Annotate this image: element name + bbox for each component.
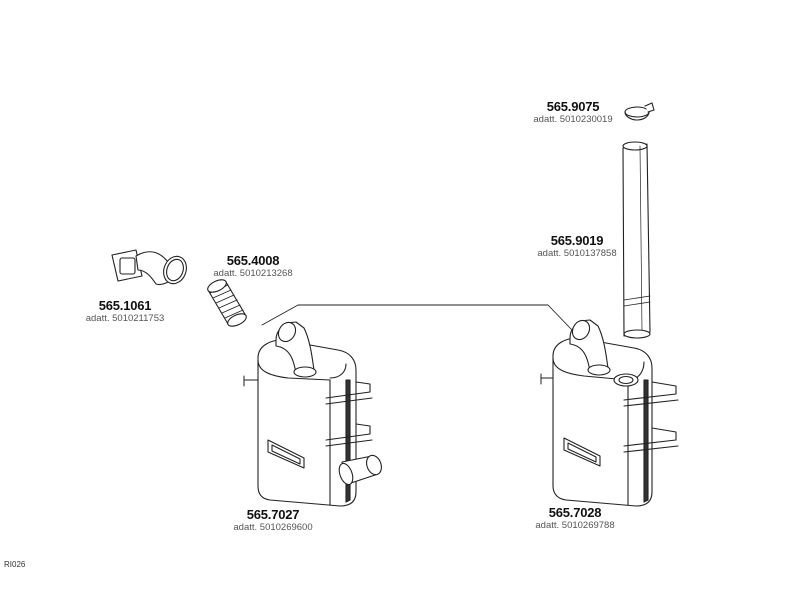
- part-label-565-9075: 565.9075 adatt. 5010230019: [518, 100, 628, 125]
- part-label-565-7028: 565.7028 adatt. 5010269788: [520, 506, 630, 531]
- right-muffler-part-illustration: [540, 319, 679, 507]
- connection-leader-line: [261, 304, 573, 331]
- part-label-565-7027: 565.7027 adatt. 5010269600: [218, 508, 328, 533]
- tail-pipe-part-illustration: [622, 141, 651, 339]
- left-muffler-part-illustration: [243, 321, 382, 507]
- drawing-reference-code: RI026: [4, 560, 26, 569]
- part-adapter-code: adatt. 5010211753: [85, 313, 165, 324]
- part-adapter-code: adatt. 5010230019: [533, 114, 613, 125]
- part-adapter-code: adatt. 5010269788: [535, 520, 615, 531]
- part-number: 565.7027: [246, 507, 300, 522]
- flexible-bellows-part-illustration: [207, 279, 247, 327]
- part-number: 565.1061: [98, 298, 152, 313]
- part-number: 565.9019: [550, 233, 604, 248]
- part-adapter-code: adatt. 5010213268: [213, 268, 293, 279]
- elbow-flange-part-illustration: [111, 249, 187, 286]
- part-label-565-4008: 565.4008 adatt. 5010213268: [198, 254, 308, 279]
- part-number: 565.9075: [546, 99, 600, 114]
- part-label-565-1061: 565.1061 adatt. 5010211753: [70, 299, 180, 324]
- part-label-565-9019: 565.9019 adatt. 5010137858: [522, 234, 632, 259]
- part-adapter-code: adatt. 5010269600: [233, 522, 313, 533]
- part-adapter-code: adatt. 5010137858: [537, 248, 617, 259]
- part-number: 565.7028: [548, 505, 602, 520]
- clamp-part-illustration: [624, 102, 655, 121]
- part-number: 565.4008: [226, 253, 280, 268]
